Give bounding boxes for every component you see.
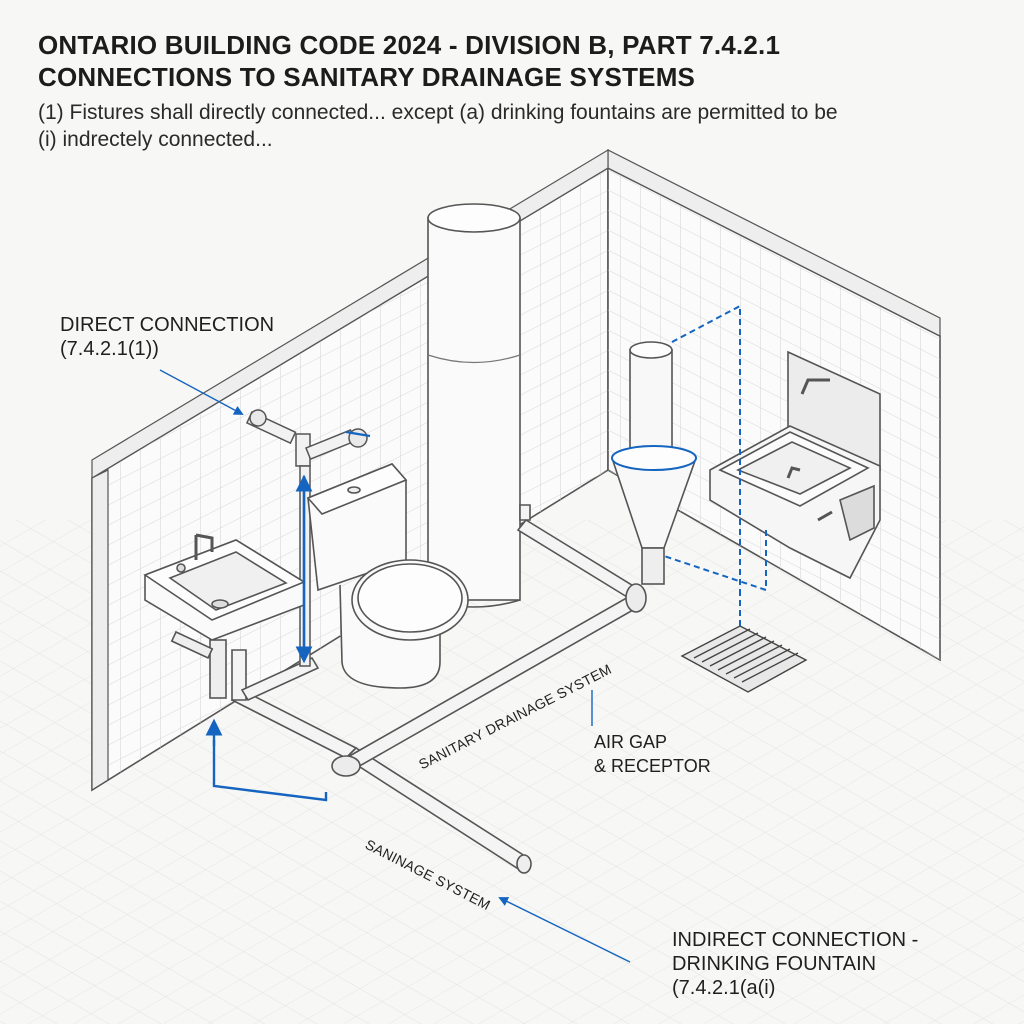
air-gap-subtitle: & RECEPTOR	[594, 756, 711, 776]
toilet	[306, 463, 469, 689]
floor-drain-grate	[680, 625, 808, 693]
air-gap-title: AIR GAP	[594, 732, 668, 752]
direct-connection-ref: (7.4.2.1(1))	[60, 338, 159, 360]
code-excerpt-line2: (i) indrectely connected...	[38, 128, 273, 151]
wall-sink	[143, 533, 306, 699]
direct-connection-label: DIRECT CONNECTION (7.4.2.1(1))	[60, 313, 274, 361]
callout-leaders	[159, 369, 631, 963]
direct-leader	[159, 369, 244, 415]
page-title-line1: ONTARIO BUILDING CODE 2024 - DIVISION B,…	[38, 30, 781, 60]
sanitary-drain-pipes	[230, 504, 647, 874]
indirect-connection-subtitle: DRINKING FOUNTAIN	[672, 953, 877, 975]
air-gap-receptor	[610, 341, 698, 585]
indirect-connection-ref: (7.4.2.1(a(i)	[672, 977, 776, 999]
indirect-leader	[498, 897, 631, 963]
drinking-fountain	[709, 350, 881, 580]
indirect-connection-label: INDIRECT CONNECTION - DRINKING FOUNTAIN …	[672, 928, 918, 1000]
vertical-stack-pipe	[427, 203, 521, 608]
air-gap-label: AIR GAP & RECEPTOR	[594, 730, 711, 778]
direct-connection-markers	[205, 430, 371, 802]
page-title-line2: CONNECTIONS TO SANITARY DRAINAGE SYSTEMS	[38, 62, 696, 92]
code-excerpt-line1: (1) Fistures shall directly connected...…	[38, 101, 838, 124]
indirect-connection-title: INDIRECT CONNECTION -	[672, 929, 919, 951]
direct-connection-title: DIRECT CONNECTION	[60, 314, 275, 336]
indirect-connection-lines	[663, 304, 767, 628]
